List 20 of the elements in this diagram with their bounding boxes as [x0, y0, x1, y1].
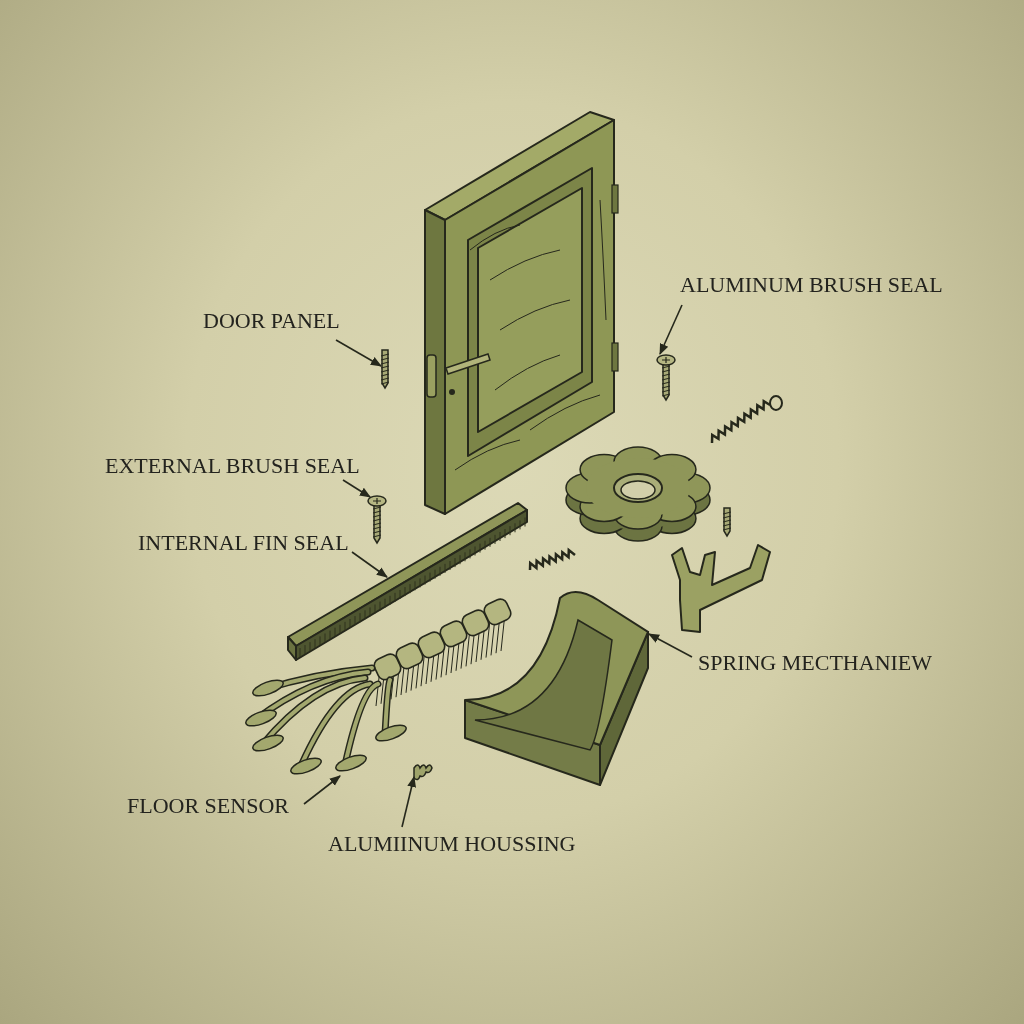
screw-drawing — [380, 349, 390, 390]
leader-arrow — [335, 339, 382, 367]
part-label: FLOOR SENSOR — [127, 794, 289, 818]
brush-drawing — [245, 596, 514, 775]
leader-arrow — [401, 775, 416, 828]
leader-arrow — [342, 479, 371, 498]
housing-drawing — [464, 591, 649, 786]
leader-arrow — [648, 633, 693, 658]
leader-arrow — [659, 304, 683, 355]
part-label: SPRING MECTHANIEW — [698, 651, 933, 675]
leader-arrow — [303, 775, 341, 805]
screw-drawing — [367, 495, 387, 545]
leader-arrow — [351, 551, 388, 578]
part-label: DOOR PANEL — [203, 309, 340, 333]
small-spring-drawing — [413, 764, 433, 781]
screw-drawing — [656, 354, 676, 402]
part-label: ALUMINUM BRUSH SEAL — [680, 273, 943, 297]
part-label: EXTERNAL BRUSH SEAL — [105, 454, 360, 478]
part-label: ALUMIINUM HOUSSING — [328, 832, 576, 856]
part-label: INTERNAL FIN SEAL — [138, 531, 349, 555]
